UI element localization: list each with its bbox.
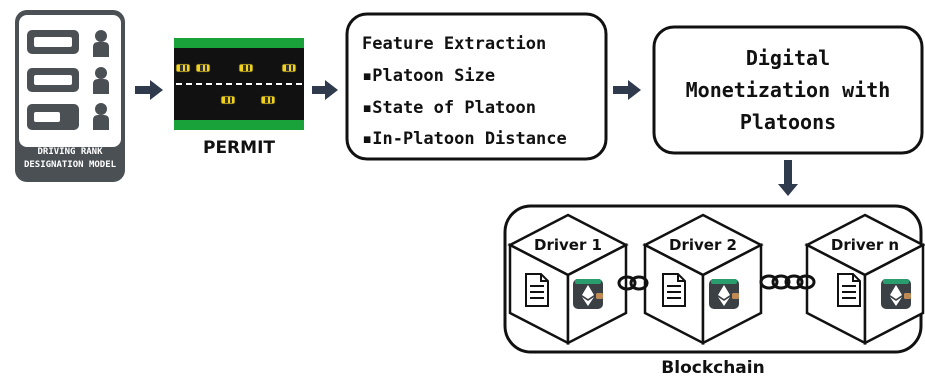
document-icon — [837, 273, 861, 307]
driver-n-label: Driver n — [830, 236, 900, 254]
feature-extraction-box — [345, 12, 608, 161]
car-icon — [238, 63, 254, 73]
feature-item-state-of-platoon: ▪State of Platoon — [362, 98, 536, 118]
arrow-icon — [135, 80, 163, 100]
wallet-icon — [709, 279, 739, 309]
rank-model-caption-line1: DRIVING RANK — [37, 147, 103, 157]
blockchain-label: Blockchain — [661, 358, 765, 378]
road-icon — [174, 38, 304, 130]
car-icon — [260, 95, 276, 105]
rank-bar-1 — [27, 30, 79, 54]
monetization-line-3: Platoons — [739, 110, 837, 134]
driver-1-label: Driver 1 — [534, 236, 602, 254]
driver-2-label: Driver 2 — [669, 236, 737, 254]
monetization-box — [652, 25, 924, 155]
monetization-text: Digital Monetization with Platoons — [654, 42, 922, 138]
car-icon — [175, 63, 191, 73]
wallet-icon — [573, 279, 603, 309]
feature-item-in-platoon-distance: ▪In-Platoon Distance — [362, 129, 567, 149]
flow-arrows — [135, 80, 798, 196]
wallet-icon — [881, 279, 911, 309]
document-icon — [525, 273, 549, 307]
feature-item-platoon-size: ▪Platoon Size — [362, 66, 496, 86]
person-icon — [93, 67, 109, 94]
rank-bar-2 — [27, 68, 79, 92]
arrow-icon — [312, 80, 338, 100]
car-icon — [281, 63, 297, 73]
person-icon — [93, 103, 109, 130]
arrow-icon — [778, 160, 798, 196]
rank-model-caption-line2: DESIGNATION MODEL — [23, 160, 117, 170]
permit-label: PERMIT — [202, 138, 275, 158]
arrow-icon — [613, 80, 641, 100]
car-icon — [195, 63, 211, 73]
rank-model-caption: DRIVING RANK DESIGNATION MODEL — [15, 146, 125, 172]
monetization-line-2: Monetization with — [685, 78, 891, 102]
feature-extraction-title: Feature Extraction — [362, 34, 547, 54]
car-icon — [220, 95, 236, 105]
driving-rank-model — [15, 10, 125, 182]
monetization-line-1: Digital — [745, 46, 831, 70]
rank-bar-3 — [27, 104, 79, 130]
person-icon — [93, 30, 109, 57]
document-icon — [662, 273, 686, 307]
